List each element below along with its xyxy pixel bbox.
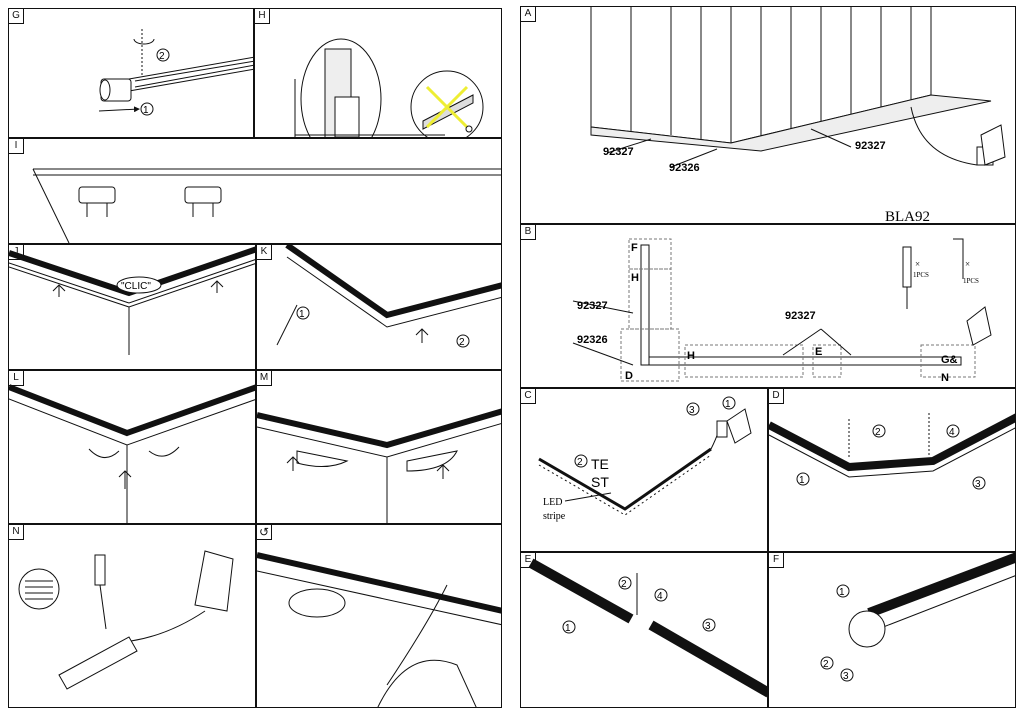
panel-a-part-2: 92326 xyxy=(669,162,700,174)
panel-b-label-n: N xyxy=(941,372,949,384)
panel-k-tag: K xyxy=(257,245,272,260)
panel-a-part-3: 92327 xyxy=(855,140,886,152)
panel-f-tag: F xyxy=(769,553,784,568)
panel-f-step-1: 1 xyxy=(839,587,845,598)
panel-n-tag: N xyxy=(9,525,24,540)
panel-o-tag: ↺ xyxy=(257,525,272,540)
panel-c-stripe-text1: TE xyxy=(591,456,609,472)
panel-i-drawing xyxy=(32,141,501,243)
panel-b-qty-1: 1PCS xyxy=(913,271,929,279)
panel-h-tag: H xyxy=(255,9,270,24)
panel-k-step-1: 1 xyxy=(299,309,305,320)
panel-d-tag: D xyxy=(769,389,784,404)
panel-b-label-h1: H xyxy=(631,272,639,284)
panel-b-label-e: E xyxy=(815,346,822,358)
panel-g-step-2: 2 xyxy=(159,51,165,62)
panel-c-led-label-2: stripe xyxy=(543,511,566,522)
panel-l-drawing xyxy=(9,384,255,523)
panel-m-drawing xyxy=(257,408,501,523)
panel-o: ↺ xyxy=(256,524,502,708)
panel-d-step-4: 4 xyxy=(949,427,955,438)
panel-c-step-2: 2 xyxy=(577,457,583,468)
panel-c-tag: C xyxy=(521,389,536,404)
panel-f: F 1 2 3 xyxy=(768,552,1016,708)
panel-e-step-3: 3 xyxy=(705,621,711,632)
panel-i-tag: I xyxy=(9,139,24,154)
panel-b-times-2: × xyxy=(965,259,970,269)
panel-c-stripe-text2: ST xyxy=(591,474,609,490)
panel-g-step-1: 1 xyxy=(143,105,149,116)
panel-b-qty-2: 1PCS xyxy=(963,277,979,285)
panel-c-led-label-1: LED xyxy=(543,497,562,508)
panel-l-tag: L xyxy=(9,371,24,386)
panel-b-label-h2: H xyxy=(687,350,695,362)
panel-g-tag: G xyxy=(9,9,24,24)
panel-b-label-d: D xyxy=(625,370,633,382)
panel-m-tag: M xyxy=(257,371,272,386)
panel-f-step-2: 2 xyxy=(823,659,829,670)
panel-k-drawing: 1 2 xyxy=(276,245,501,348)
panel-f-drawing: 1 2 3 xyxy=(820,553,1015,682)
panel-e-step-1: 1 xyxy=(565,623,571,634)
panel-n: N xyxy=(8,524,256,708)
panel-n-drawing xyxy=(18,550,234,690)
panel-m: M xyxy=(256,370,502,524)
panel-c-step-3: 3 xyxy=(689,405,695,416)
panel-g-drawing: 2 1 xyxy=(98,29,253,116)
panel-a-drawing: 92327 92326 92327 BLA92 xyxy=(590,7,1006,224)
panel-b-part-3: 92327 xyxy=(785,310,816,322)
panel-e-step-4: 4 xyxy=(657,591,663,602)
panel-b: B 92327 92326 92327 F H D H E G& N × 1PC… xyxy=(520,224,1016,388)
panel-a-model-line1: BLA92 xyxy=(885,209,930,224)
panel-j-drawing: "CLIC" xyxy=(9,246,255,355)
panel-l: L xyxy=(8,370,256,524)
panel-c-drawing: 3 1 2 TE ST LED stripe xyxy=(538,396,752,522)
panel-a-tag: A xyxy=(521,7,536,22)
panel-h: H xyxy=(254,8,502,138)
panel-j-clic-text: "CLIC" xyxy=(121,281,151,292)
panel-b-label-f: F xyxy=(631,242,638,254)
panel-j: J "CLIC" xyxy=(8,244,256,370)
panel-h-drawing xyxy=(294,38,484,137)
panel-e-drawing: 2 4 1 3 xyxy=(528,558,767,698)
panel-e-step-2: 2 xyxy=(621,579,627,590)
panel-a: A 92327 92326 92327 BLA92 xyxy=(520,6,1016,224)
panel-b-times-1: × xyxy=(915,259,920,269)
panel-e: E 2 4 1 3 xyxy=(520,552,768,708)
panel-d-step-3: 3 xyxy=(975,479,981,490)
panel-a-part-1: 92327 xyxy=(603,146,634,158)
panel-c: C 3 1 2 TE ST LED stripe xyxy=(520,388,768,552)
panel-b-part-1: 92327 xyxy=(577,300,608,312)
panel-g: G 2 1 xyxy=(8,8,254,138)
panel-b-part-2: 92326 xyxy=(577,334,608,346)
panel-d-step-2: 2 xyxy=(875,427,881,438)
panel-k: K 1 2 xyxy=(256,244,502,370)
panel-b-drawing: 92327 92326 92327 F H D H E G& N × 1PCS … xyxy=(572,238,992,384)
panel-i: I xyxy=(8,138,502,244)
panel-c-step-1: 1 xyxy=(725,399,731,410)
panel-d: D 2 4 1 3 xyxy=(768,388,1016,552)
panel-k-step-2: 2 xyxy=(459,337,465,348)
panel-f-step-3: 3 xyxy=(843,671,849,682)
panel-o-drawing xyxy=(257,552,501,707)
panel-d-step-1: 1 xyxy=(799,475,805,486)
panel-b-tag: B xyxy=(521,225,536,240)
panel-d-drawing: 2 4 1 3 xyxy=(769,413,1015,490)
panel-b-label-g: G& xyxy=(941,354,958,366)
